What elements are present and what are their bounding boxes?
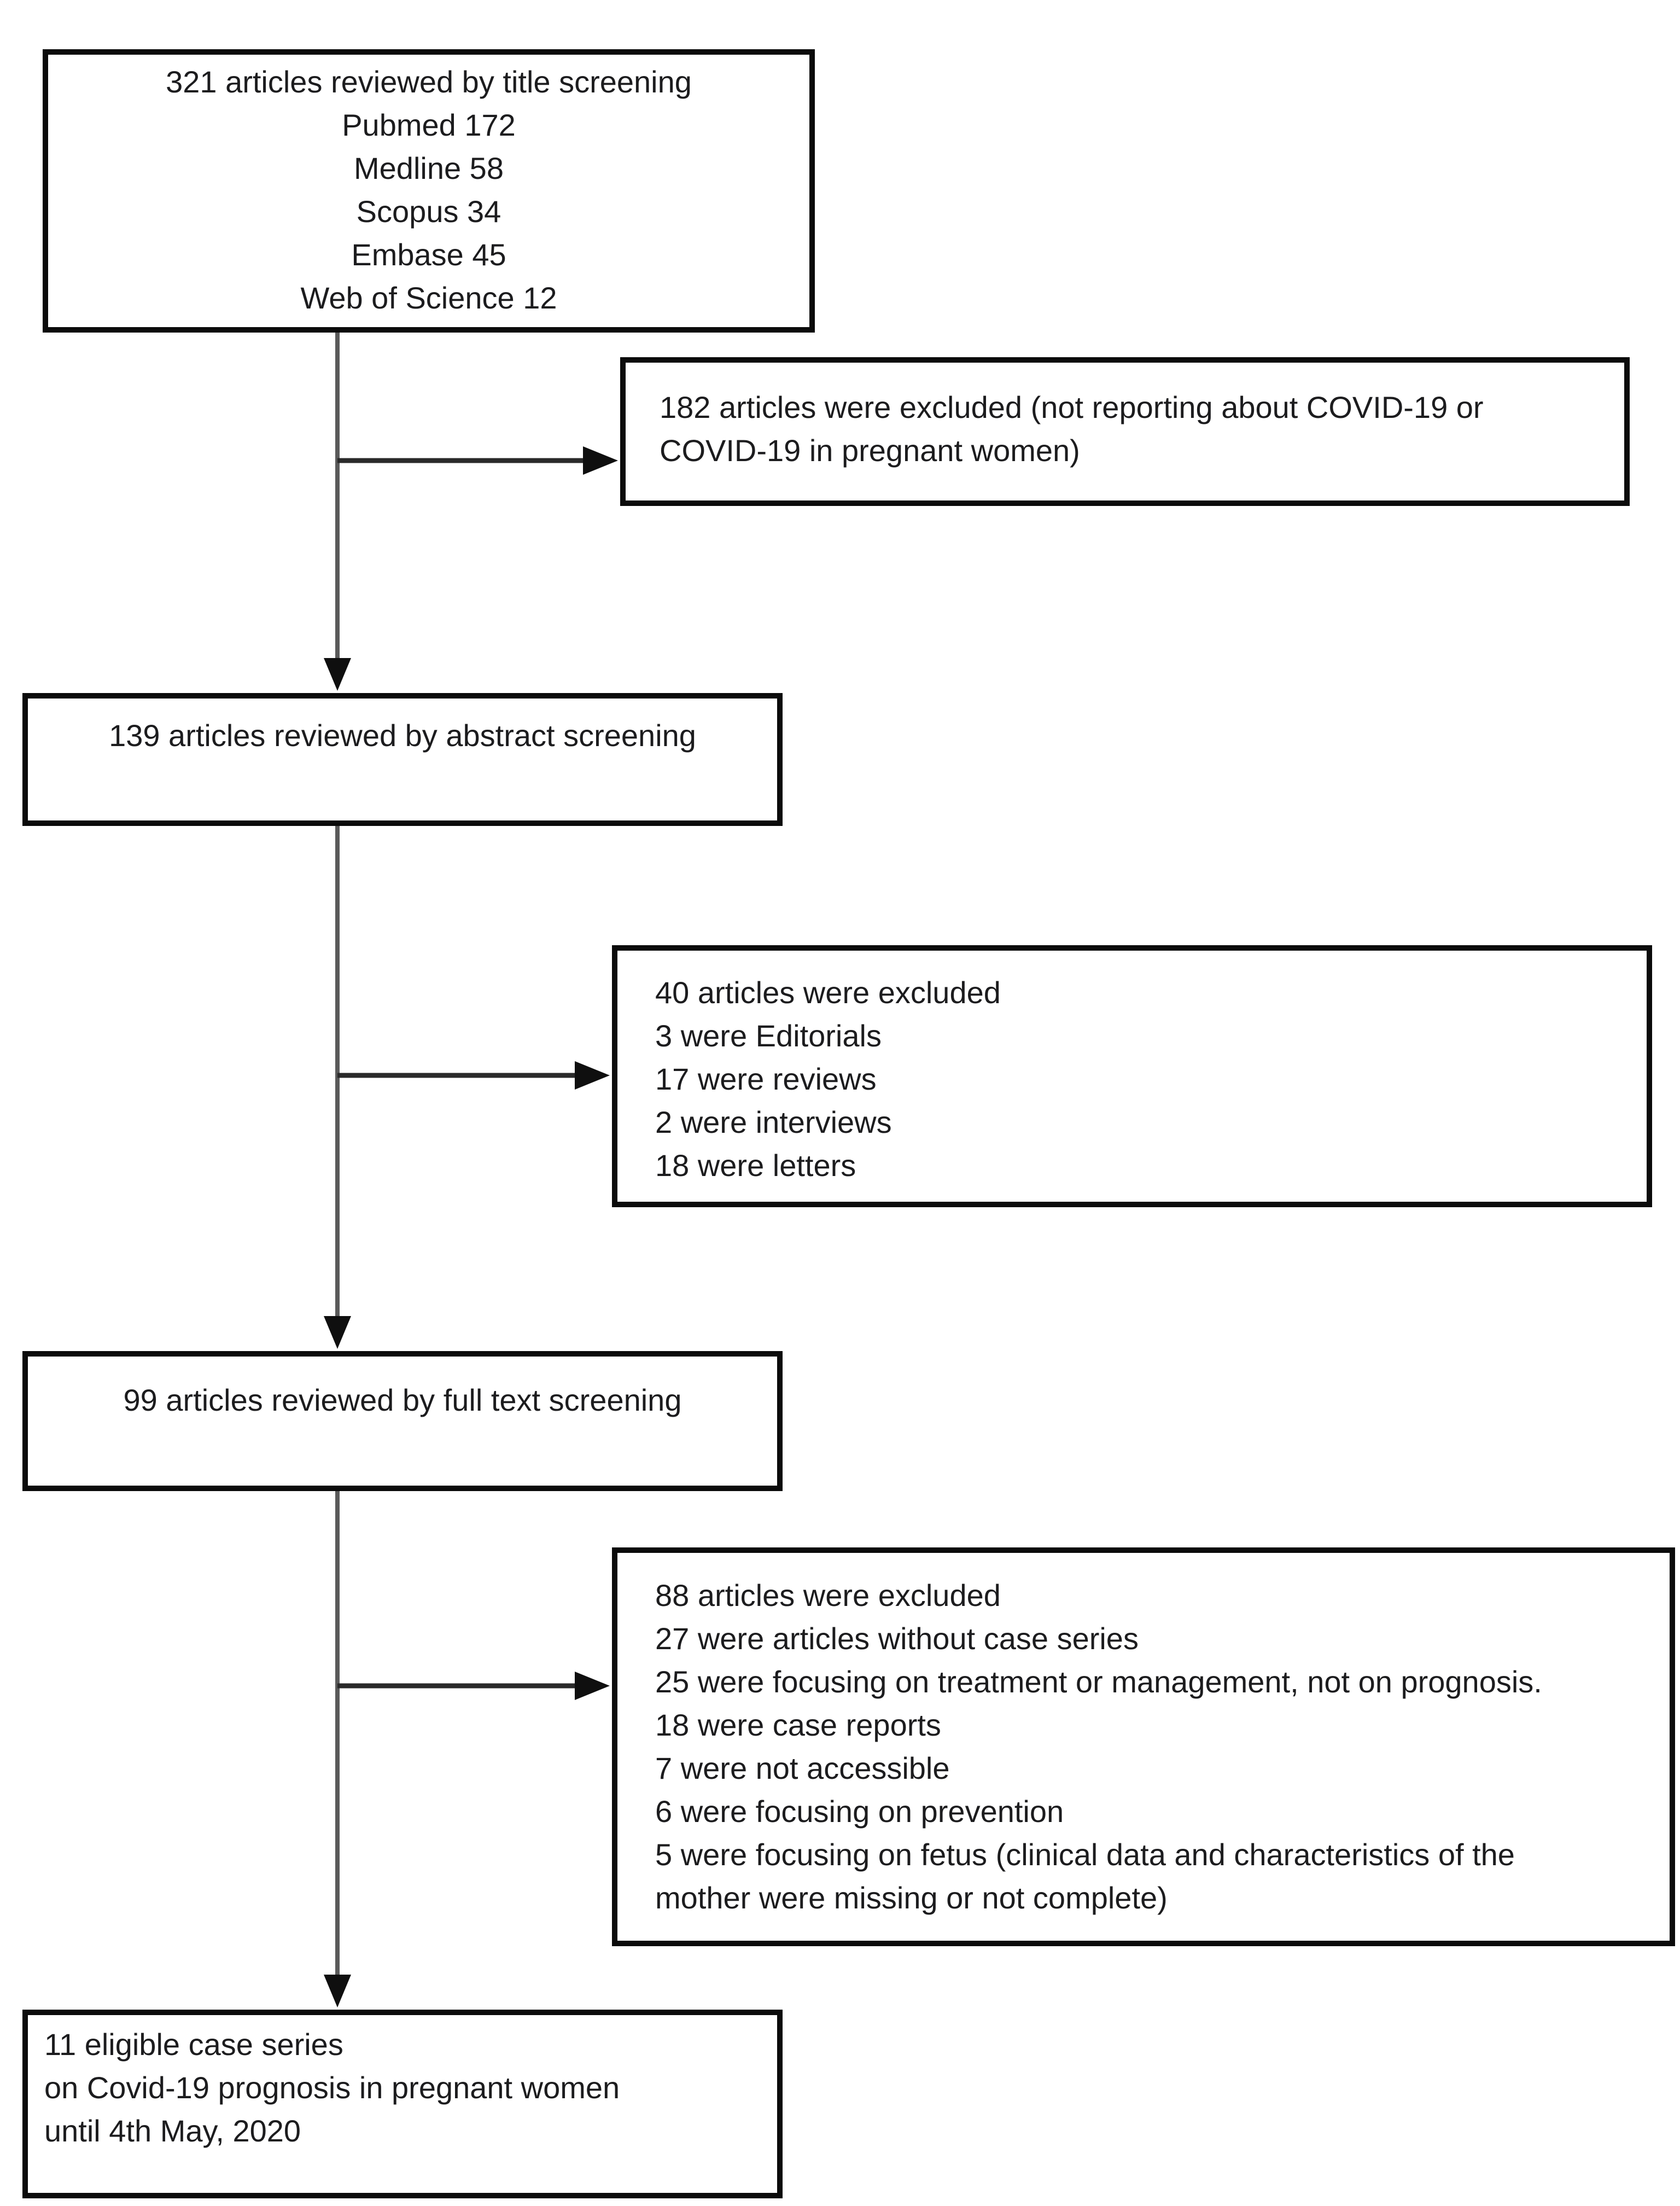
excluded-fulltext-fetus-cont: mother were missing or not complete)	[655, 1881, 1168, 1915]
excluded-abstract-editorials: 3 were Editorials	[655, 1018, 882, 1053]
excluded-abstract-letters: 18 were letters	[655, 1148, 856, 1183]
box-excluded-title: 182 articles were excluded (not reportin…	[620, 357, 1630, 506]
excluded-abstract-reviews: 17 were reviews	[655, 1062, 877, 1096]
box-excluded-abstract: 40 articles were excluded 3 were Editori…	[612, 945, 1652, 1207]
title-screening-scopus: Scopus 34	[356, 194, 501, 229]
arrowhead-down-abstract	[324, 658, 351, 691]
excluded-fulltext-prevention: 6 were focusing on prevention	[655, 1794, 1064, 1829]
abstract-screening-total: 139 articles reviewed by abstract screen…	[109, 718, 696, 753]
box-excluded-fulltext: 88 articles were excluded 27 were articl…	[612, 1547, 1675, 1946]
eligible-count: 11 eligible case series	[44, 2027, 343, 2062]
excluded-fulltext-total: 88 articles were excluded	[655, 1578, 1001, 1613]
box-fulltext-screening: 99 articles reviewed by full text screen…	[22, 1351, 783, 1491]
title-screening-medline: Medline 58	[354, 151, 504, 185]
excluded-fulltext-case-reports: 18 were case reports	[655, 1708, 941, 1742]
title-screening-embase: Embase 45	[351, 237, 506, 272]
arrowhead-down-eligible	[324, 1975, 351, 2007]
excluded-fulltext-treatment: 25 were focusing on treatment or managem…	[655, 1664, 1542, 1699]
arrowhead-right-excluded-fulltext	[575, 1672, 610, 1700]
box-eligible-case-series: 11 eligible case series on Covid-19 prog…	[22, 2010, 783, 2198]
excluded-abstract-total: 40 articles were excluded	[655, 975, 1001, 1010]
fulltext-screening-total: 99 articles reviewed by full text screen…	[123, 1383, 682, 1417]
arrowhead-down-fulltext	[324, 1316, 351, 1349]
excluded-title-line: COVID-19 in pregnant women)	[660, 433, 1080, 468]
arrowhead-right-excluded-abstract	[575, 1061, 610, 1090]
title-screening-pubmed: Pubmed 172	[342, 108, 516, 142]
excluded-fulltext-fetus: 5 were focusing on fetus (clinical data …	[655, 1837, 1515, 1872]
eligible-date: until 4th May, 2020	[44, 2114, 301, 2148]
box-title-screening: 321 articles reviewed by title screening…	[43, 49, 815, 333]
title-screening-wos: Web of Science 12	[300, 281, 557, 315]
arrowhead-right-excluded-title	[583, 446, 618, 475]
excluded-fulltext-not-accessible: 7 were not accessible	[655, 1751, 950, 1785]
title-screening-total: 321 articles reviewed by title screening	[166, 65, 692, 99]
excluded-fulltext-no-case-series: 27 were articles without case series	[655, 1621, 1139, 1656]
eligible-topic: on Covid-19 prognosis in pregnant women	[44, 2070, 620, 2105]
excluded-title-line: 182 articles were excluded (not reportin…	[660, 390, 1484, 424]
box-abstract-screening: 139 articles reviewed by abstract screen…	[22, 693, 783, 826]
excluded-abstract-interviews: 2 were interviews	[655, 1105, 892, 1139]
